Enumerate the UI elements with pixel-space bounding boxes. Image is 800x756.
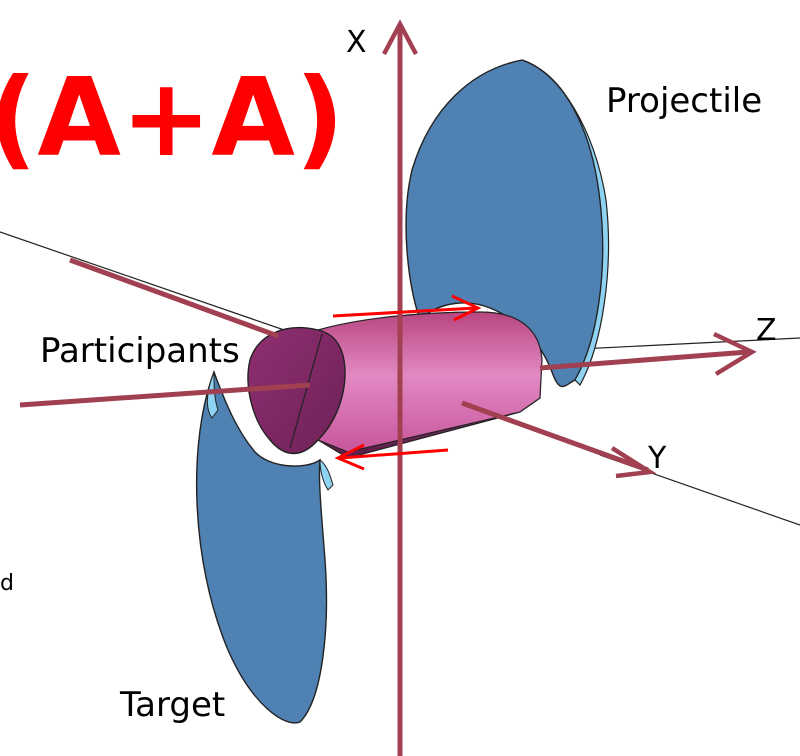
partial-text: d [0, 571, 14, 596]
target-direction-arrow [334, 443, 449, 471]
x-axis-label: X [346, 25, 367, 60]
y-axis [69, 257, 657, 479]
perspective-line-left [0, 231, 291, 333]
x-axis [382, 19, 418, 756]
participants-label: Participants [40, 331, 240, 371]
title: (A+A) [0, 56, 344, 181]
projectile-direction-arrow [332, 294, 482, 322]
z-axis-label: Z [756, 313, 777, 348]
projectile-label: Projectile [606, 81, 762, 121]
perspective-line-right-upper [559, 337, 800, 351]
participants-region [247, 311, 543, 459]
target-label: Target [119, 685, 225, 725]
target-nucleus [195, 369, 334, 724]
z-axis [19, 331, 757, 408]
y-axis-label: Y [647, 441, 667, 476]
